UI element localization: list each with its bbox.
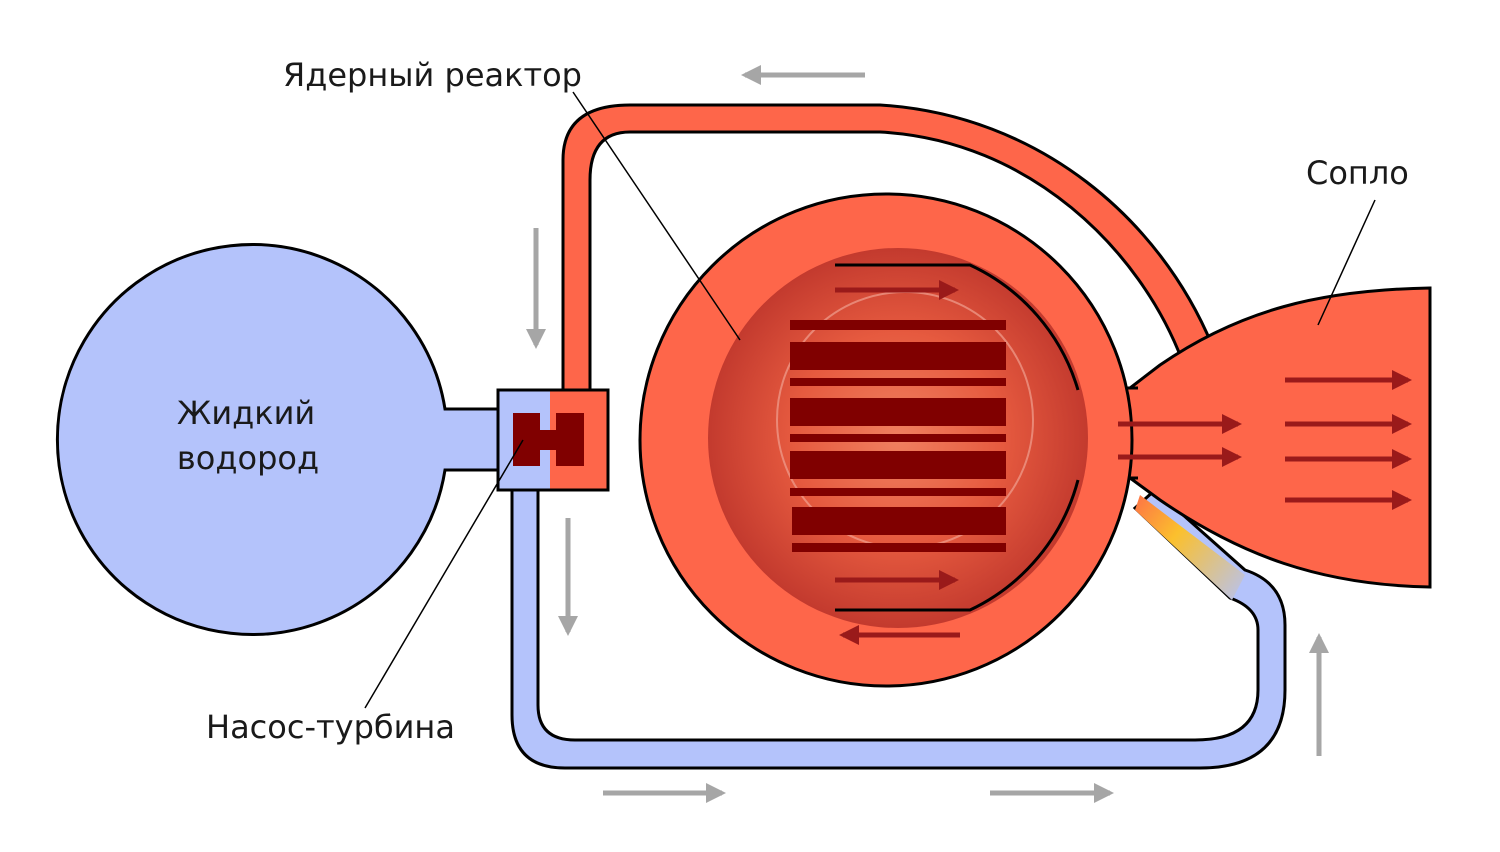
internal-flow-arrows xyxy=(835,280,1412,645)
cold-pipe-bottom xyxy=(510,486,1287,770)
core-shroud xyxy=(835,263,1080,612)
fuel-rods xyxy=(790,320,1006,552)
reactor-leader-line xyxy=(572,91,741,341)
nozzle-leader-line xyxy=(1317,199,1376,326)
jacket-heat-gradient xyxy=(1135,495,1245,600)
pump-leader-line xyxy=(364,439,524,709)
pump-housing-outline xyxy=(496,388,610,492)
tank-label-line2: водород xyxy=(177,439,319,477)
pump-turbine-rotor xyxy=(513,413,584,466)
external-flow-arrows xyxy=(526,65,1329,803)
reactor-label: Ядерный реактор xyxy=(283,56,582,94)
nozzle-label: Сопло xyxy=(1306,154,1409,192)
pump-label: Насос-турбина xyxy=(206,708,455,746)
tank-label-line1: Жидкий xyxy=(177,394,315,432)
hydrogen-tank xyxy=(55,243,500,636)
